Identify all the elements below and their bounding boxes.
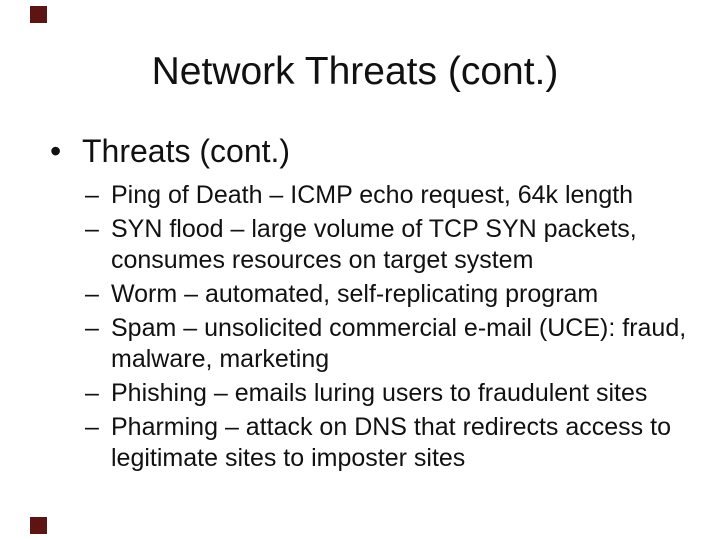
bullet-threats: • Threats (cont.) — [50, 132, 290, 170]
sub-bullet-text: Ping of Death – ICMP echo request, 64k l… — [111, 181, 634, 209]
dash-marker: – — [85, 379, 99, 407]
sub-bullet-text: Worm – automated, self-replicating progr… — [111, 280, 599, 308]
corner-marker-top — [30, 6, 47, 23]
sub-bullet-text: Pharming – attack on DNS that redirects … — [111, 413, 671, 472]
slide-title: Network Threats (cont.) — [151, 50, 559, 93]
sub-bullet-item: – Phishing – emails luring users to frau… — [85, 378, 695, 409]
sub-bullet-item: – Worm – automated, self-replicating pro… — [85, 279, 695, 310]
sub-bullet-item: – Spam – unsolicited commercial e-mail (… — [85, 313, 695, 375]
sub-bullet-item: – Ping of Death – ICMP echo request, 64k… — [85, 180, 695, 211]
corner-marker-bottom — [30, 517, 47, 534]
sub-bullet-text: Spam – unsolicited commercial e-mail (UC… — [111, 314, 687, 373]
bullet-dot-marker: • — [50, 133, 62, 169]
sub-bullet-text: Phishing – emails luring users to fraudu… — [111, 379, 648, 407]
dash-marker: – — [85, 215, 99, 243]
dash-marker: – — [85, 280, 99, 308]
bullet-text: Threats (cont.) — [82, 133, 291, 169]
sub-bullet-item: – Pharming – attack on DNS that redirect… — [85, 412, 695, 474]
sub-bullet-text: SYN flood – large volume of TCP SYN pack… — [111, 215, 637, 274]
dash-marker: – — [85, 181, 99, 209]
dash-marker: – — [85, 413, 99, 441]
sub-bullet-item: – SYN flood – large volume of TCP SYN pa… — [85, 214, 695, 276]
dash-marker: – — [85, 314, 99, 342]
sub-bullet-list: – Ping of Death – ICMP echo request, 64k… — [85, 180, 695, 477]
